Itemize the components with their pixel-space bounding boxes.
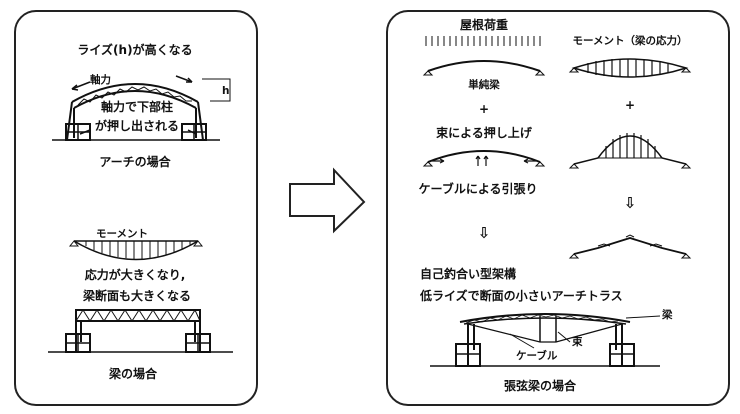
right-arrow-icon — [289, 167, 366, 234]
cable-tension-label: ケーブルによる引張り — [418, 182, 538, 196]
beam-moment-diagram — [68, 240, 204, 261]
down-arrow-icon-left: ⇩ — [477, 224, 491, 242]
tension-beam-structure — [430, 313, 661, 367]
down-arrow-icon-right: ⇩ — [623, 194, 637, 212]
beam-caption: 梁の場合 — [108, 367, 158, 381]
beam-label: 梁 — [662, 309, 673, 321]
moment-title: モーメント（梁の応力） — [572, 35, 688, 47]
strut-push-label: 束による押し上げ — [436, 126, 532, 140]
roof-load-arrows — [425, 36, 541, 46]
strut-push-diagram — [422, 150, 546, 167]
arch-diagram — [52, 75, 231, 141]
arch-caption: アーチの場合 — [99, 155, 171, 169]
beam-stress-text-line1: 応力が大きくなり, — [84, 268, 186, 282]
arch-push-text-line1: 軸力で下部柱 — [100, 100, 174, 114]
plus-sign-right: + — [624, 98, 636, 112]
simple-beam-diagram — [422, 60, 546, 76]
beam-stress-text-line2: 梁断面も大きくなる — [82, 289, 192, 303]
arch-rise-label: ライズ(h)が高くなる — [77, 43, 193, 57]
low-rise-arch-truss-label: 低ライズで断面の小さいアーチトラス — [420, 289, 623, 303]
simple-beam-label: 単純梁 — [468, 79, 500, 91]
self-equilibrium-label: 自己釣合い型架構 — [420, 267, 517, 281]
tension-beam-panel — [386, 10, 730, 406]
rise-h-label: h — [222, 85, 230, 97]
strut-moment-diagram — [568, 133, 692, 169]
strut-label: 束 — [572, 336, 583, 348]
arch-and-beam-panel — [14, 10, 258, 406]
plus-sign-left: + — [478, 102, 490, 116]
beam-moment-label: モーメント — [95, 228, 149, 240]
roof-load-label: 屋根荷重 — [459, 18, 509, 32]
beam-moment-diagram-right — [568, 58, 692, 78]
axial-force-label: 軸力 — [90, 74, 111, 86]
arch-push-text-line2: が押し出される — [94, 119, 180, 133]
resulting-moment-diagram — [568, 234, 692, 259]
tension-beam-caption: 張弦梁の場合 — [503, 379, 577, 393]
beam-truss-diagram — [48, 308, 233, 353]
cable-label: ケーブル — [516, 350, 558, 362]
